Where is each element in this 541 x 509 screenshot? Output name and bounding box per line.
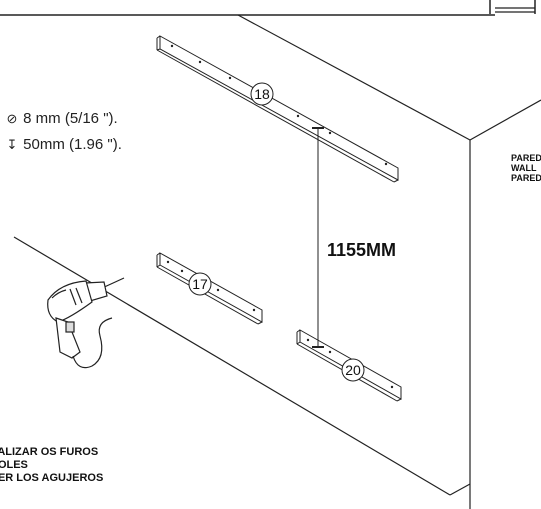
- part-number-18: 18: [254, 86, 270, 102]
- hole-depth-value: 50mm (1.96 ").: [23, 136, 122, 153]
- hole-diameter-spec: ⊘ 8 mm (5/16 ").: [5, 110, 118, 127]
- instruction-es: CER LOS AGUJEROS: [0, 472, 104, 484]
- wall-label-en: WALL: [511, 163, 537, 173]
- bracket-20-holes: [306, 338, 394, 389]
- diameter-icon: ⊘: [6, 111, 18, 126]
- part-number-20: 20: [345, 362, 361, 378]
- wall-outline: [13, 14, 541, 509]
- callout-20: 20: [341, 358, 365, 382]
- bracket-18-holes: [170, 44, 388, 166]
- distance-label: 1155MM: [327, 240, 397, 260]
- instruction-en: HOLES: [0, 459, 28, 471]
- hole-diameter-value: 8 mm (5/16 ").: [23, 110, 118, 127]
- part-number-17: 17: [192, 276, 208, 292]
- wall-label-pt: PAREDE: [511, 153, 541, 163]
- distance-dimension: [312, 127, 324, 348]
- bracket-17: [156, 252, 263, 325]
- instruction-pt: EALIZAR OS FUROS: [0, 446, 99, 458]
- hole-depth-spec: ↧ 50mm (1.96 ").: [5, 136, 122, 153]
- callout-18: 18: [250, 82, 274, 106]
- electric-drill-icon: [47, 277, 125, 369]
- wall-label-es: PARED: [511, 173, 541, 183]
- depth-icon: ↧: [6, 137, 18, 152]
- bracket-18: [156, 35, 399, 183]
- callout-17: 17: [188, 272, 212, 296]
- bracket-17-holes: [166, 260, 256, 312]
